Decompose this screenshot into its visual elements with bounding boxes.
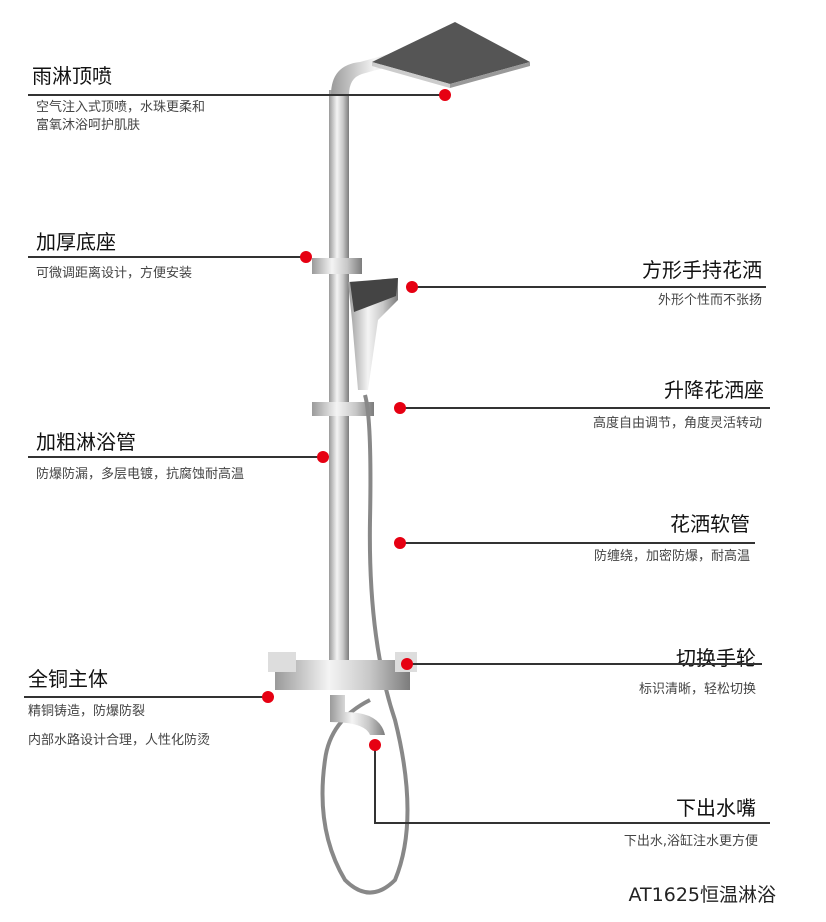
leader-line — [24, 696, 268, 698]
slide-holder — [312, 402, 374, 416]
callout-desc: 富氧沐浴呵护肌肤 — [36, 118, 141, 133]
spout — [330, 695, 385, 735]
callout-title-body: 全铜主体 — [28, 667, 108, 691]
callout-desc: 精铜铸造，防爆防裂 — [28, 704, 146, 719]
marker-dot — [369, 739, 381, 751]
callout-desc: 防爆防漏，多层电镀，抗腐蚀耐高温 — [36, 467, 245, 482]
callout-title-hand-shower: 方形手持花洒 — [642, 258, 762, 282]
valve-body — [275, 660, 410, 690]
marker-dot — [262, 691, 274, 703]
callout-title-base: 加厚底座 — [36, 230, 116, 254]
marker-dot — [394, 402, 406, 414]
leader-line — [374, 745, 376, 823]
rain-head — [372, 22, 530, 84]
wall-bracket — [312, 258, 362, 274]
leader-line — [28, 456, 323, 458]
callout-desc: 防缠绕，加密防爆，耐高温 — [593, 549, 750, 564]
model-name: AT1625恒温淋浴 — [628, 884, 776, 906]
callout-desc: 下出水,浴缸注水更方便 — [623, 834, 758, 849]
marker-dot — [439, 89, 451, 101]
callout-title-rain-head: 雨淋顶喷 — [32, 64, 112, 88]
marker-dot — [406, 281, 418, 293]
callout-desc: 高度自由调节，角度灵活转动 — [592, 416, 762, 431]
leader-line — [374, 822, 770, 824]
callout-desc: 内部水路设计合理，人性化防烫 — [28, 733, 211, 748]
leader-line — [400, 407, 770, 409]
callout-desc: 可微调距离设计，方便安装 — [36, 266, 193, 281]
marker-dot — [394, 537, 406, 549]
marker-dot — [300, 251, 312, 263]
shower-pipe — [329, 90, 349, 665]
callout-desc: 空气注入式顶喷，水珠更柔和 — [36, 100, 206, 115]
leader-line — [412, 286, 766, 288]
leader-line — [407, 663, 762, 665]
hose — [320, 394, 410, 895]
callout-desc: 标识清晰，轻松切换 — [638, 682, 756, 697]
leader-line — [28, 256, 305, 258]
leader-line — [400, 542, 755, 544]
callout-title-hose: 花洒软管 — [670, 512, 750, 536]
callout-title-holder: 升降花洒座 — [664, 378, 764, 402]
callout-title-pipe: 加粗淋浴管 — [36, 430, 136, 454]
callout-desc: 外形个性而不张扬 — [657, 293, 762, 308]
marker-dot — [401, 658, 413, 670]
marker-dot — [317, 451, 329, 463]
callout-title-spout: 下出水嘴 — [676, 796, 756, 820]
leader-line — [28, 94, 445, 96]
callout-title-handle: 切换手轮 — [676, 646, 756, 670]
